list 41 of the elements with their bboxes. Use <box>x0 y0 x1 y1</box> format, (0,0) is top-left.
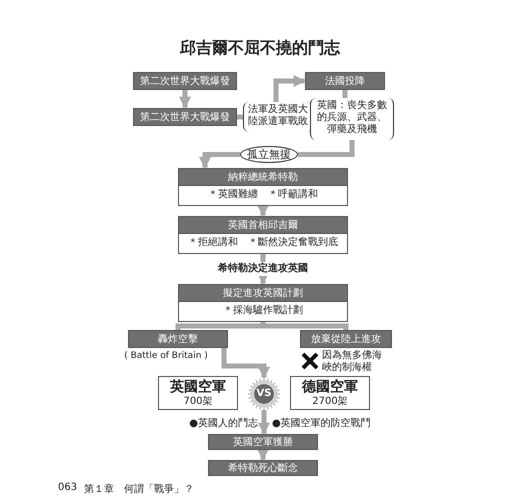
force-box <box>158 376 238 410</box>
note-text: ●英國人的鬥志 <box>188 416 258 430</box>
arrow <box>179 90 191 109</box>
connector-line <box>237 114 243 120</box>
vs-text: VS <box>256 387 272 401</box>
header-bar: 納粹總統希特勒 <box>178 168 348 186</box>
connector-line <box>298 140 354 157</box>
header-bar: 英國首相邱吉爾 <box>178 216 348 234</box>
bracket-note: 英國：喪失多數的兵源、武器、彈藥及飛機 <box>310 98 394 140</box>
aircraft-count: 700架 <box>182 396 214 408</box>
arrow <box>199 152 240 169</box>
process-box: 放棄從陸上進攻 <box>300 330 392 348</box>
note-row: ＊採海驢作戰計劃 <box>178 302 348 322</box>
footer-text: 何謂「戰爭」？ <box>124 482 195 496</box>
force-name: 德國空軍 <box>300 378 359 396</box>
process-box: 英國空軍獲勝 <box>208 434 318 450</box>
process-box: 第二次世界大戰爆發 <box>133 72 237 90</box>
process-box: 希特勒死心斷念 <box>208 460 318 476</box>
title: 邱吉爾不屈不撓的鬥志 <box>178 38 342 59</box>
bracket-note: 法軍及英國大陸派遣軍戰敗 <box>243 102 313 132</box>
note-row: ＊拒絕講和 ＊斷然決定奮戰到底 <box>178 234 348 254</box>
aircraft-count: 2700架 <box>311 396 349 408</box>
connector-line <box>342 90 348 98</box>
arrow <box>222 348 270 379</box>
footer-text: 063 <box>58 482 78 493</box>
arrow <box>258 410 270 435</box>
header-bar: 擬定進攻英國計劃 <box>178 284 348 302</box>
footer-text: 第１章 <box>84 482 115 496</box>
process-box: 轟炸空擊 <box>128 330 228 348</box>
arrow <box>257 204 269 217</box>
side-note: ( Battle of Britain ) <box>123 351 209 362</box>
note-text: ●英國空軍的防空戰鬥 <box>272 416 372 430</box>
arrow <box>257 448 269 461</box>
oval-label: 孤立無援 <box>240 146 298 163</box>
force-box <box>290 376 370 410</box>
arrow <box>274 75 306 102</box>
process-box: 第二次世界大戰爆發 <box>133 108 237 126</box>
side-note: 因為無多佛海峽的制海權 <box>322 350 383 374</box>
note-row: ＊英國難纏 ＊呼籲講和 <box>178 186 348 206</box>
process-box: 法國投降 <box>305 72 385 90</box>
force-name: 英國空軍 <box>168 378 227 396</box>
